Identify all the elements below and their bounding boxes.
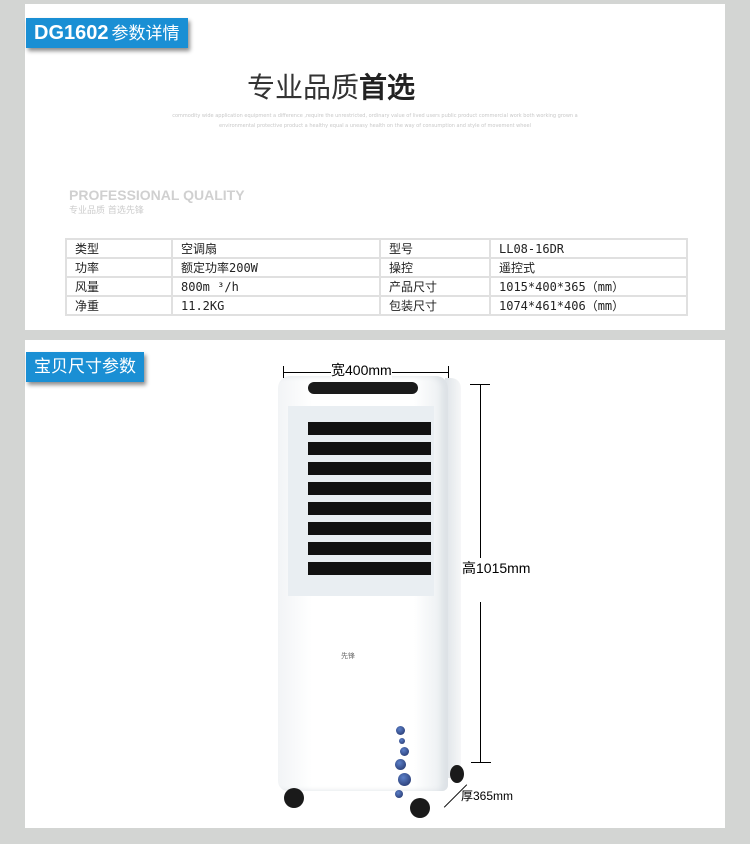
dimensions-section-label: 宝贝尺寸参数 [26,352,144,382]
professional-quality-en: PROFESSIONAL QUALITY [69,187,245,203]
spec-value: LL08-16DR [489,238,688,259]
louver-grille [288,406,434,596]
spec-key: 功率 [65,257,173,278]
spec-key: 类型 [65,238,173,259]
headline-bold: 首选 [359,71,416,104]
spec-value: 遥控式 [489,257,688,278]
headline-normal: 专业品质 [247,71,360,104]
spec-value: 800m ³/h [171,276,381,297]
model-code: DG1602 [34,22,109,44]
params-label-text: 参数详情 [111,24,180,44]
spec-value: 11.2KG [171,295,381,316]
fine-text-1: commodity wide application equipment a d… [172,113,578,119]
dimensions-panel: 宝贝尺寸参数 先锋 宽400mm 高1015mm 厚365mm [25,340,725,828]
depth-label: 厚365mm [461,789,514,803]
fine-text-2: environmental protective product a healt… [219,123,531,129]
wheel [410,798,430,818]
wheel [450,765,464,783]
height-label: 高1015mm [462,560,531,576]
professional-quality-cn: 专业品质 首选先锋 [69,206,144,216]
spec-key: 包装尺寸 [379,295,491,316]
width-label: 宽400mm [331,360,392,380]
spec-key: 风量 [65,276,173,297]
spec-key: 产品尺寸 [379,276,491,297]
wheel [284,788,304,808]
spec-value: 1074*461*406（mm） [489,295,688,316]
brand-logo: 先锋 [341,652,355,660]
spec-key: 型号 [379,238,491,259]
spec-key: 操控 [379,257,491,278]
spec-value: 1015*400*365（mm） [489,276,688,297]
spec-key: 净重 [65,295,173,316]
cooler-side [445,378,461,778]
spec-value: 额定功率200W [171,257,381,278]
spec-value: 空调扇 [171,238,381,259]
air-cooler-image: 先锋 [278,376,448,798]
headline: 专业品质首选 [247,66,415,106]
control-panel [308,382,418,394]
